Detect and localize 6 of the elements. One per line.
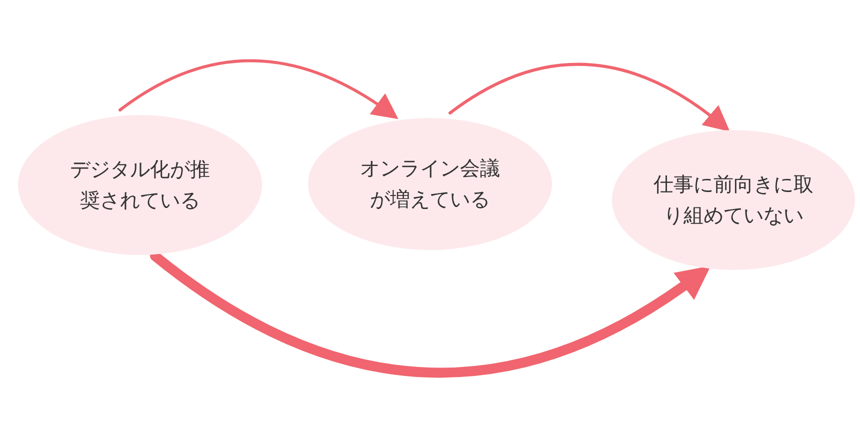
curved-arrow: [118, 59, 399, 119]
curved-arrow: [448, 63, 730, 132]
node-label: デジタル化が推奨されている: [69, 156, 211, 214]
node-label: 仕事に前向きに取り組めていない: [652, 171, 814, 229]
curved-arrow: [150, 251, 712, 378]
node-label: オンライン会議が増えている: [359, 155, 501, 213]
